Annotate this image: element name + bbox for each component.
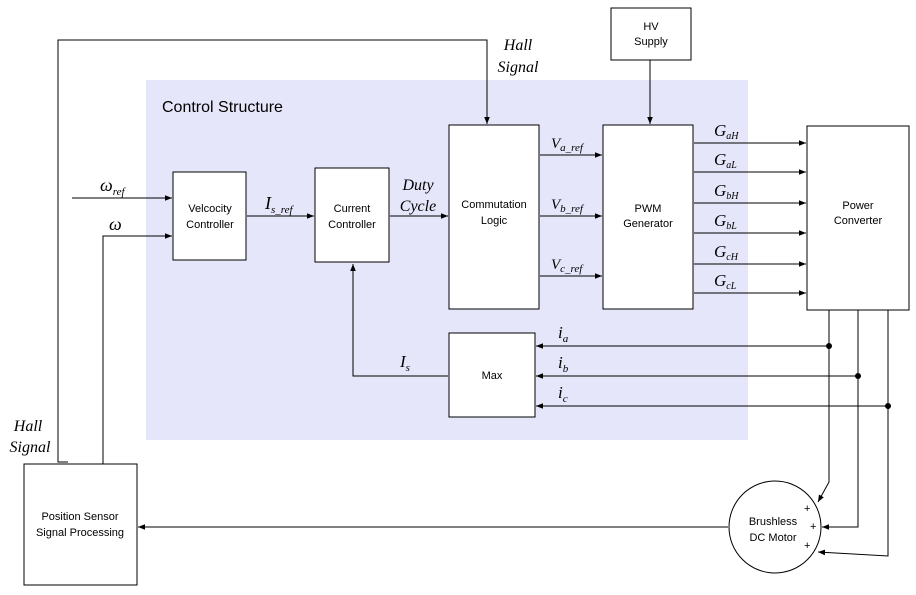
wire-omega [102, 233, 172, 464]
region-title: Control Structure [162, 99, 283, 116]
hv-supply-block: HV Supply [610, 7, 692, 61]
omega-ref-label: ωref [100, 175, 126, 198]
position-sensor-line-2: Signal Processing [36, 527, 124, 539]
max-block: Max [448, 332, 536, 418]
power-converter-block: Power Converter [806, 125, 910, 311]
velocity-controller-block: Velcocity Controller [172, 171, 247, 261]
va-ref-label: Va_ref [551, 136, 585, 154]
gah-label: GaH [714, 121, 739, 142]
gcl-label: GcL [714, 271, 737, 292]
hall-signal-left-line-1: Hall [13, 418, 43, 435]
motor-plus-b: + [810, 521, 816, 533]
pwm-generator-block: PWM Generator [602, 124, 694, 310]
commutation-logic-line-2: Logic [481, 215, 508, 227]
wire-is [350, 264, 448, 377]
duty-cycle-line-2: Cycle [400, 198, 436, 215]
motor-plus-a: + [804, 503, 810, 515]
power-converter-line-1: Power [842, 200, 874, 212]
gbh-label: GbH [714, 181, 739, 202]
pwm-generator-line-2: Generator [623, 218, 673, 230]
velocity-controller-line-2: Controller [186, 219, 234, 231]
ib-label: ib [558, 353, 569, 375]
motor-plus-c: + [804, 540, 810, 552]
pwm-generator-line-1: PWM [635, 203, 662, 215]
hv-supply-line-2: Supply [634, 36, 668, 48]
omega-label: ω [109, 214, 122, 234]
position-sensor-block: Position Sensor Signal Processing [23, 463, 138, 586]
position-sensor-line-1: Position Sensor [41, 511, 118, 523]
hall-signal-top-line-2: Signal [498, 59, 539, 76]
current-controller-line-2: Controller [328, 219, 376, 231]
commutation-logic-line-1: Commutation [461, 199, 526, 211]
current-controller-block: Current Controller [314, 167, 390, 263]
gal-label: GaL [714, 150, 737, 171]
is-label: Is [399, 352, 410, 374]
hall-signal-top-line-1: Hall [503, 37, 533, 54]
vb-ref-label: Vb_ref [551, 197, 585, 215]
current-controller-line-1: Current [334, 203, 371, 215]
wires [57, 39, 891, 557]
wire-phase-c [817, 310, 889, 557]
velocity-controller-line-1: Velcocity [188, 203, 232, 215]
duty-cycle-line-1: Duty [401, 177, 434, 194]
hv-supply-line-1: HV [643, 21, 659, 33]
wire-phase-b [822, 310, 859, 530]
is-ref-label: Is_ref [264, 193, 295, 216]
motor-block: Brushless DC Motor + + + [728, 480, 822, 574]
signal-labels: Hall Signal Hall Signal ωref ω Is_ref Du… [10, 37, 740, 456]
motor-line-2: DC Motor [749, 532, 796, 544]
commutation-logic-block: Commutation Logic [448, 124, 540, 310]
wire-hall-top [57, 39, 490, 463]
motor-line-1: Brushless [749, 516, 798, 528]
gch-label: GcH [714, 242, 739, 263]
power-converter-line-2: Converter [834, 215, 883, 227]
wire-phase-a [817, 310, 830, 503]
hall-signal-left-line-2: Signal [10, 439, 51, 456]
ia-label: ia [558, 323, 569, 345]
ic-label: ic [558, 383, 568, 405]
max-label: Max [482, 370, 503, 382]
gbl-label: GbL [714, 211, 737, 232]
vc-ref-label: Vc_ref [551, 257, 584, 275]
